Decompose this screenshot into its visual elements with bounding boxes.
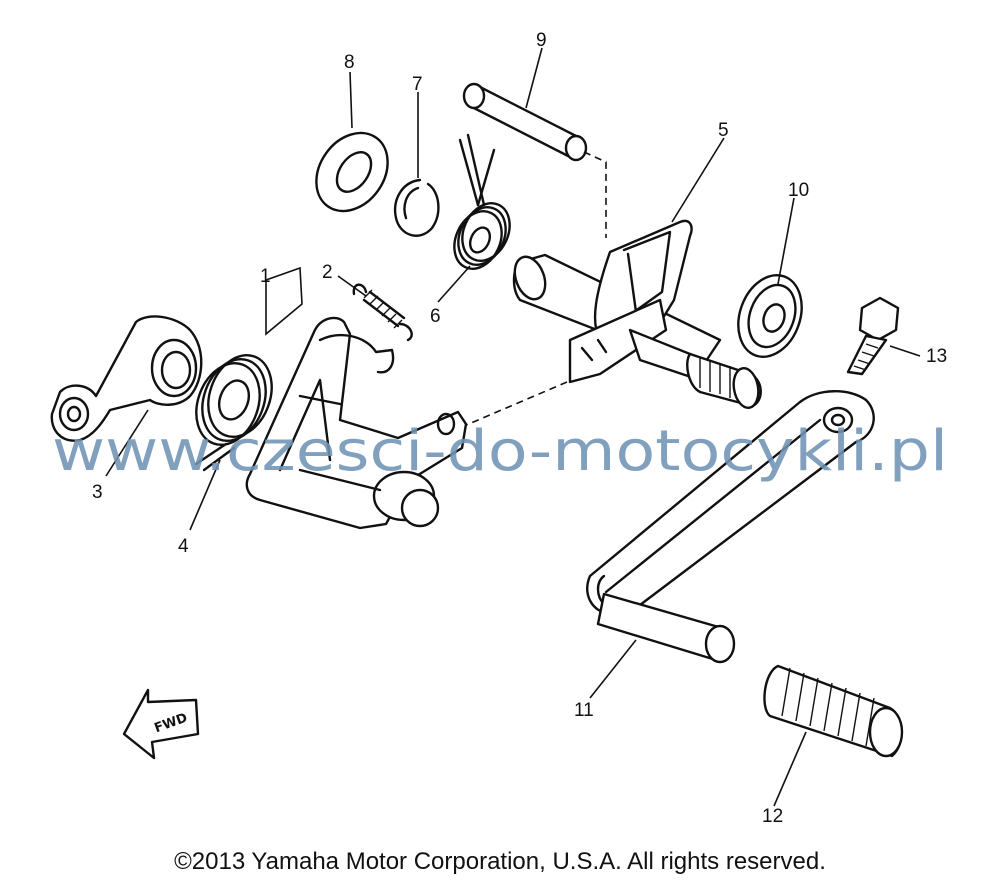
part-10-oil-seal	[737, 274, 803, 358]
part-3-arm	[50, 315, 203, 442]
callout-13: 13	[926, 346, 947, 367]
part-2-spring	[352, 283, 413, 342]
part-13-bolt	[846, 296, 900, 376]
part-12-rubber	[763, 664, 904, 758]
callout-10: 10	[788, 180, 809, 201]
callout-labels: 1 2 3 4 5 6 7 8 9 10 11 12 13	[92, 30, 947, 827]
callout-7: 7	[412, 74, 423, 95]
callout-11: 11	[574, 700, 594, 721]
callout-8: 8	[344, 52, 355, 73]
part-11-shift-pedal	[586, 390, 875, 664]
callout-5: 5	[718, 120, 729, 141]
callout-12: 12	[762, 806, 783, 827]
part-9-pin	[462, 82, 588, 162]
callout-4: 4	[178, 536, 189, 557]
part-7-circlip	[393, 178, 440, 237]
callout-6: 6	[430, 306, 441, 327]
callout-1: 1	[260, 266, 271, 287]
part-4-spring	[194, 354, 273, 472]
assembly-line-pin	[583, 151, 607, 238]
watermark-text: www.czesci-do-motocykli.pl	[52, 419, 948, 484]
copyright-notice: ©2013 Yamaha Motor Corporation, U.S.A. A…	[174, 848, 826, 875]
callout-3: 3	[92, 482, 103, 503]
leader-lines	[105, 47, 921, 807]
callout-9: 9	[536, 30, 547, 51]
part-5-shift-shaft	[512, 219, 762, 410]
assembly-line-shaft	[449, 381, 568, 433]
callout-2: 2	[322, 262, 333, 283]
part-8-washer	[315, 131, 389, 213]
fwd-direction-arrow: FWD	[122, 688, 200, 760]
part-1-lever-bracket	[245, 316, 468, 530]
part-6-torsion-spring	[453, 133, 511, 270]
